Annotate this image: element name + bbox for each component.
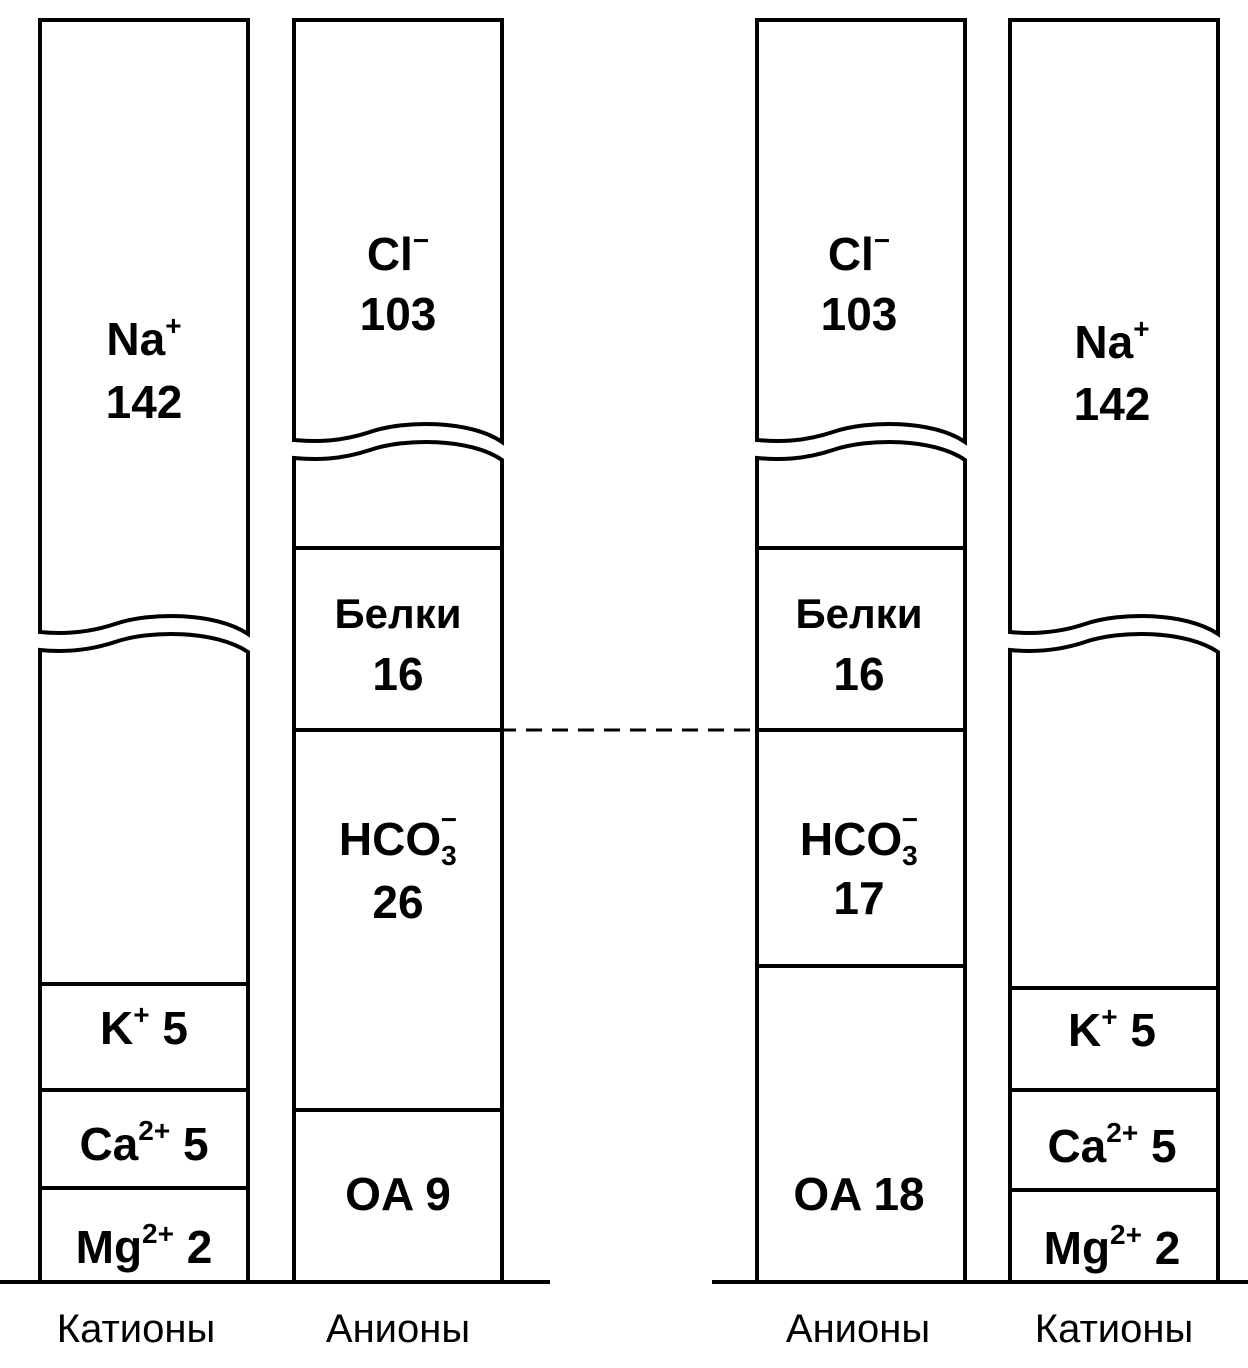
right-na-block-top	[1008, 18, 1220, 638]
right-cations-column: Na+ 142 K+ 5 Ca2+ 5 Mg2+ 2	[1008, 18, 1220, 1284]
left-cl-block-top	[292, 18, 504, 446]
left-cations-column: Na+ 142 K+ 5 Ca2+ 5 Mg2+ 2	[38, 18, 250, 1284]
right-hco3-label: HCO3−	[800, 804, 918, 871]
right-ca-label: Ca2+ 5	[1047, 1117, 1176, 1172]
right-anions-footer: Анионы	[786, 1307, 930, 1351]
left-protein-label: Белки	[334, 590, 461, 637]
right-protein-value: 16	[833, 648, 884, 700]
right-na-value: 142	[1074, 378, 1151, 430]
left-mg-label: Mg2+ 2	[76, 1218, 213, 1273]
left-cl-value: 103	[360, 288, 437, 340]
right-hco3-value: 17	[833, 872, 884, 924]
left-na-value: 142	[106, 376, 183, 428]
left-cations-footer: Катионы	[57, 1307, 215, 1351]
right-anions-column: Cl− 103 Белки 16 HCO3− 17 OA 18	[755, 18, 967, 1284]
right-na-block-bottom	[1008, 631, 1220, 1284]
right-oa-label: OA 18	[793, 1168, 924, 1220]
left-protein-value: 16	[372, 648, 423, 700]
right-cl-block-bottom	[755, 439, 967, 1284]
right-na-label: Na+	[1074, 313, 1149, 368]
right-mg-label: Mg2+ 2	[1044, 1219, 1181, 1274]
left-cl-label: Cl−	[367, 225, 429, 280]
left-cl-block-bottom	[292, 439, 504, 1284]
right-cl-label: Cl−	[828, 225, 890, 280]
right-cations-footer: Катионы	[1035, 1307, 1193, 1351]
right-k-label: K+ 5	[1068, 1001, 1156, 1056]
right-cl-value: 103	[821, 288, 898, 340]
left-anions-column: Cl− 103 Белки 16 HCO3− 26 OA 9	[292, 18, 504, 1284]
left-ca-label: Ca2+ 5	[79, 1115, 208, 1170]
right-protein-label: Белки	[795, 590, 922, 637]
right-cl-block-top	[755, 18, 967, 446]
left-na-block-top	[38, 18, 250, 638]
left-hco3-label: HCO3−	[339, 804, 457, 871]
left-hco3-value: 26	[372, 876, 423, 928]
left-anions-footer: Анионы	[326, 1307, 470, 1351]
left-k-label: K+ 5	[100, 999, 188, 1054]
left-oa-label: OA 9	[345, 1168, 451, 1220]
left-na-block-bottom	[38, 631, 250, 1284]
left-na-label: Na+	[106, 310, 181, 365]
